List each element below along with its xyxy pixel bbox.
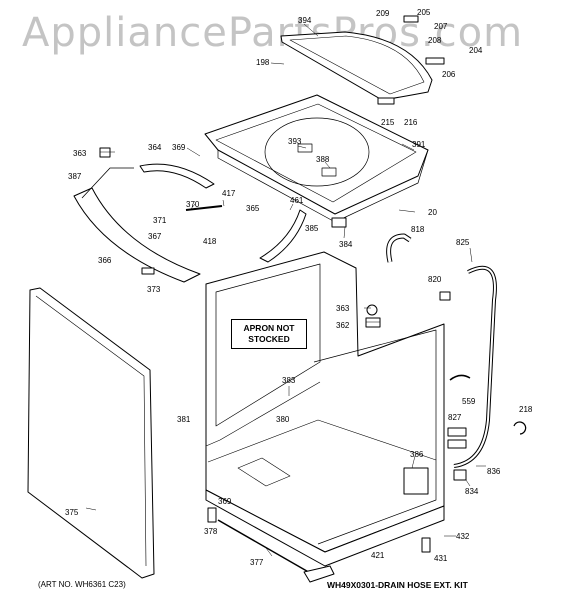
part-label: 388: [316, 155, 330, 164]
part-label: 369: [218, 497, 232, 506]
part-378: [207, 507, 217, 523]
part-431: [421, 537, 431, 553]
part-215: [377, 97, 395, 105]
part-label: 365: [246, 204, 260, 213]
part-218: [513, 421, 527, 435]
part-827: [447, 427, 467, 437]
part-label: 421: [371, 551, 385, 560]
part-label: 364: [148, 143, 162, 152]
part-label: 208: [428, 36, 442, 45]
part-label: 205: [417, 8, 431, 17]
brace-364-part: [139, 163, 215, 189]
part-385: [331, 217, 347, 228]
part-label: 386: [410, 450, 424, 459]
part-label: 377: [250, 558, 264, 567]
part-label: 818: [411, 225, 425, 234]
part-label: 366: [98, 256, 112, 265]
part-363: [366, 304, 378, 316]
part-386: [403, 467, 429, 495]
part-label: 381: [177, 415, 191, 424]
part-label: 204: [469, 46, 483, 55]
part-label: 418: [203, 237, 217, 246]
part-label: 370: [186, 200, 200, 209]
part-373: [141, 267, 155, 275]
part-label: 373: [147, 285, 161, 294]
right-brace-part: [259, 209, 307, 263]
part-label: 387: [68, 172, 82, 181]
part-label: 827: [448, 413, 462, 422]
part-label: 432: [456, 532, 470, 541]
part-559: [449, 374, 471, 381]
part-label: 384: [339, 240, 353, 249]
part-label: 825: [456, 238, 470, 247]
part-834: [453, 469, 467, 481]
part-label: 369: [172, 143, 186, 152]
front-panel-part: [27, 287, 155, 579]
part-label: 385: [305, 224, 319, 233]
part-label: 371: [153, 216, 167, 225]
rod-part: [185, 205, 223, 211]
part-label: 363: [336, 304, 350, 313]
part-label: 363: [73, 149, 87, 158]
part-820: [439, 291, 451, 301]
watermark-logo: AppliancePartsPros.com: [22, 10, 524, 56]
part-label: 209: [376, 9, 390, 18]
part-label: 362: [336, 321, 350, 330]
part-label: 417: [222, 189, 236, 198]
part-363-upper: [99, 147, 111, 158]
note-line-1: APRON NOT: [243, 323, 295, 333]
part-827b: [447, 439, 467, 449]
part-label: 218: [519, 405, 533, 414]
part-label: 820: [428, 275, 442, 284]
part-label: 20: [428, 208, 437, 217]
part-label: 559: [462, 397, 476, 406]
part-label: 198: [256, 58, 270, 67]
part-label: 393: [288, 137, 302, 146]
part-206: [425, 57, 445, 65]
left-brace-part: [73, 187, 201, 283]
part-label: 383: [282, 376, 296, 385]
part-362: [365, 317, 381, 328]
part-label: 367: [148, 232, 162, 241]
rod-377-part: [217, 519, 313, 575]
part-label: 216: [404, 118, 418, 127]
part-label: 215: [381, 118, 395, 127]
part-label: 375: [65, 508, 79, 517]
part-label: 834: [465, 487, 479, 496]
art-number-caption: (ART NO. WH6361 C23): [38, 580, 126, 589]
cabinet-part: [205, 251, 445, 553]
part-label: 461: [290, 196, 304, 205]
part-label: 431: [434, 554, 448, 563]
drain-hose-kit-caption: WH49X0301-DRAIN HOSE EXT. KIT: [327, 580, 468, 590]
leg-part: [303, 565, 335, 583]
note-line-2: STOCKED: [248, 334, 290, 344]
apron-not-stocked-note: APRON NOT STOCKED: [231, 319, 307, 349]
part-label: 380: [276, 415, 290, 424]
part-label: 206: [442, 70, 456, 79]
part-label: 207: [434, 22, 448, 31]
part-label: 378: [204, 527, 218, 536]
part-label: 394: [298, 16, 312, 25]
base-part: [205, 489, 445, 567]
part-label: 836: [487, 467, 501, 476]
part-209: [403, 15, 419, 23]
part-label: 391: [412, 140, 426, 149]
lid-part: [280, 31, 433, 101]
